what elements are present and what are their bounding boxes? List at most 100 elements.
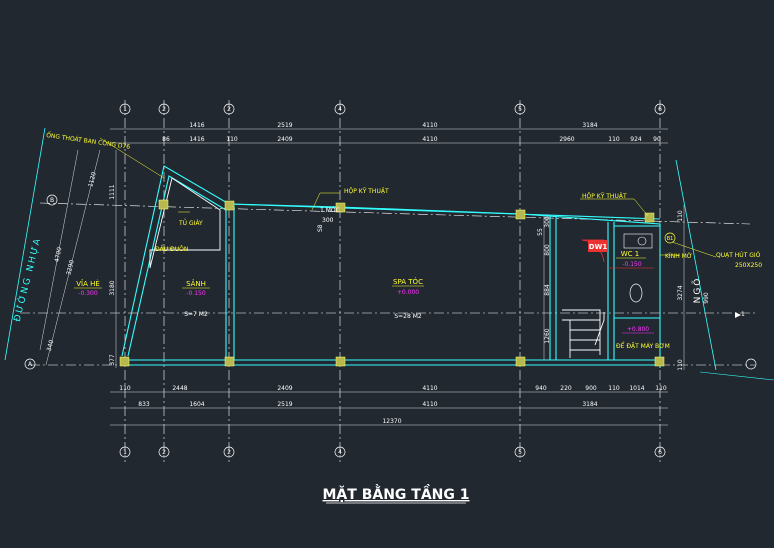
axis-top-5: 5 [518, 106, 522, 113]
svg-text:3180: 3180 [109, 280, 116, 295]
svg-text:800: 800 [544, 244, 551, 256]
label-door-dw1: DW1 [589, 243, 608, 251]
svg-text:833: 833 [138, 401, 150, 408]
label-s8: S8 [317, 224, 324, 232]
label-window-b1: B1 [667, 236, 674, 242]
svg-text:4700: 4700 [54, 246, 64, 263]
room-sanh-name: SẢNH [186, 279, 206, 288]
svg-text:3184: 3184 [582, 122, 597, 129]
svg-text:1014: 1014 [629, 385, 644, 392]
room-sanh-level: -0.150 [186, 290, 206, 297]
svg-text:3274: 3274 [677, 285, 684, 300]
svg-text:110: 110 [677, 359, 684, 371]
room-spa-name: SPA TÓC [393, 277, 423, 286]
axis-bottom-6: 6 [658, 449, 662, 456]
svg-text:110: 110 [677, 210, 684, 222]
walls [121, 165, 661, 368]
svg-text:2960: 2960 [559, 136, 574, 143]
stair [562, 309, 605, 358]
svg-text:1260: 1260 [544, 328, 551, 343]
svg-text:990: 990 [703, 292, 710, 304]
axis-top-3: 2 [227, 106, 231, 113]
svg-text:1416: 1416 [189, 136, 204, 143]
columns [119, 199, 665, 367]
drawing-title: MẶT BẰNG TẦNG 1 [323, 484, 470, 503]
room-via-he-name: VỈA HÈ [76, 279, 100, 288]
stair-level: +0.800 [627, 326, 649, 333]
svg-text:55: 55 [537, 228, 544, 236]
svg-text:377: 377 [109, 354, 116, 366]
axis-top-2: 2 [162, 106, 166, 113]
axis-bottom-1: 1 [123, 449, 127, 456]
svg-text:1604: 1604 [189, 401, 204, 408]
dimensions-stair: 55 300 800 884 1260 [537, 216, 551, 360]
svg-text:900: 900 [585, 385, 597, 392]
svg-text:4110: 4110 [422, 385, 437, 392]
axis-top-1: 1 [123, 106, 127, 113]
svg-text:884: 884 [544, 284, 551, 296]
leaders [99, 137, 717, 258]
svg-text:3290: 3290 [65, 259, 76, 276]
dimensions-bottom: 110 2448 2409 4110 940 220 900 110 1014 … [110, 385, 668, 426]
svg-text:300: 300 [544, 216, 551, 228]
axis-left-b: B [50, 197, 54, 204]
svg-text:220: 220 [560, 385, 572, 392]
room-wc-name: WC 1 [621, 250, 640, 258]
svg-text:4110: 4110 [422, 122, 437, 129]
svg-text:4110: 4110 [422, 401, 437, 408]
axis-top-4: 4 [338, 106, 342, 113]
room-tags: SẢNH -0.150 S=7 M2 SPA TÓC +0.000 S=28 M… [74, 250, 654, 334]
label-ong-thoat: ỐNG THOÁT BAN CÔNG D76 [46, 131, 131, 151]
svg-text:340: 340 [46, 339, 56, 352]
svg-text:110: 110 [608, 136, 620, 143]
axis-bottom-3: 2 [227, 449, 231, 456]
label-duong-nhua: ĐƯỜNG NHỰA [11, 236, 44, 323]
svg-text:2448: 2448 [172, 385, 187, 392]
label-quat-hut-gio: QUẠT HÚT GIÓ [716, 252, 761, 259]
svg-text:110: 110 [119, 385, 131, 392]
svg-text:110: 110 [226, 136, 238, 143]
label-dau-duon: ĐẦU ĐUÔN [155, 245, 188, 253]
svg-text:110: 110 [655, 385, 667, 392]
label-ngo: NGÕ [691, 277, 703, 304]
room-spa-area: S=28 M2 [394, 313, 422, 320]
dimensions-top: 1416 2519 4110 3184 86 1416 110 2409 411… [110, 122, 668, 144]
label-kinh-mo: KÍNH MỜ [665, 253, 692, 260]
site-boundary [4, 127, 774, 381]
svg-text:2409: 2409 [277, 385, 292, 392]
grid-lines [20, 100, 755, 462]
room-wc-level: -0.150 [622, 261, 642, 268]
axis-bottom-2: 2 [162, 449, 166, 456]
svg-text:940: 940 [535, 385, 547, 392]
svg-text:1120: 1120 [87, 171, 98, 188]
dimensions-right: 110 3274 110 990 [677, 205, 710, 371]
label-moc: 1 MÓC [320, 207, 340, 214]
svg-text:2519: 2519 [277, 122, 292, 129]
svg-text:90: 90 [653, 136, 661, 143]
svg-text:3184: 3184 [582, 401, 597, 408]
axis-right-1: 1 [741, 311, 745, 318]
room-spa-level: +0.000 [397, 289, 419, 296]
svg-text:2519: 2519 [277, 401, 292, 408]
svg-text:1111: 1111 [109, 184, 116, 199]
svg-text:86: 86 [162, 136, 170, 143]
label-hop-ky-thuat-1: HỘP KỸ THUẬT [344, 188, 389, 195]
labels: ỐNG THOÁT BAN CÔNG D76 HỘP KỸ THUẬT HỘP … [11, 131, 762, 350]
total-dimension: 12370 [382, 418, 401, 425]
label-moc-dim: 300 [322, 217, 334, 224]
room-via-he-level: -0.300 [78, 290, 98, 297]
axis-bottom-4: 4 [338, 449, 342, 456]
svg-text:4110: 4110 [422, 136, 437, 143]
dimensions-left: 1111 3180 377 1120 3290 4700 340 [39, 149, 117, 368]
room-sanh-area: S=7 M2 [184, 311, 208, 318]
svg-text:1416: 1416 [189, 122, 204, 129]
label-quat-size: 250X250 [735, 262, 762, 269]
svg-text:2409: 2409 [277, 136, 292, 143]
label-hop-ky-thuat-2: HỘP KỸ THUẬT [582, 193, 627, 200]
axis-left-a: A [28, 361, 33, 368]
svg-text:110: 110 [608, 385, 620, 392]
label-de-may-bom: ĐỂ ĐẶT MÁY BƠM [616, 342, 670, 350]
axis-bubbles-top: 1 2 2 4 5 6 [119, 103, 666, 115]
axis-bubbles-bottom: 1 2 2 4 5 6 [119, 446, 666, 458]
